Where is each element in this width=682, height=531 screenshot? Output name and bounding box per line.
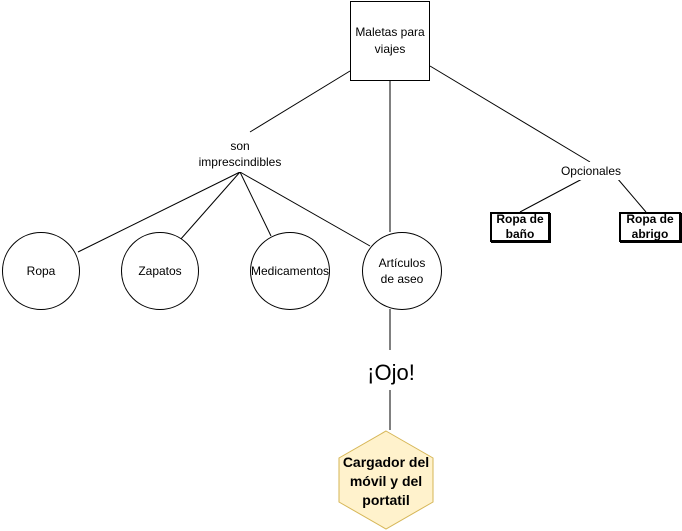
root-node-maletas[interactable]: Maletas para viajes	[350, 1, 430, 81]
item-articulos-aseo-label: Artículos de aseo	[378, 256, 426, 286]
group-label-optional[interactable]: Opcionales	[552, 162, 630, 180]
charger-cube-shape	[338, 430, 434, 530]
item-ropa-abrigo-label: Ropa de abrigo	[626, 212, 674, 241]
group-label-essential[interactable]: son imprescindibles	[190, 136, 290, 172]
item-ropa-abrigo[interactable]: Ropa de abrigo	[619, 212, 681, 242]
item-ropa-bano-label: Ropa de baño	[496, 212, 544, 241]
item-medicamentos[interactable]: Medicamentos	[250, 232, 330, 310]
item-zapatos[interactable]: Zapatos	[121, 232, 199, 310]
item-medicamentos-label: Medicamentos	[250, 264, 330, 278]
edge-essential-ropa	[77, 171, 241, 253]
item-articulos-aseo[interactable]: Artículos de aseo	[362, 232, 442, 310]
edge-essential-zapatos	[179, 171, 241, 241]
item-zapatos-label: Zapatos	[138, 264, 182, 278]
root-label: Maletas para viajes	[355, 25, 425, 56]
item-ropa-label: Ropa	[26, 264, 56, 278]
group-label-optional-text: Opcionales	[560, 164, 622, 178]
special-item-charger[interactable]: Cargador del móvil y del portatil	[339, 452, 433, 510]
edge-essential-medicamentos	[239, 171, 272, 237]
edge-optional-abrigo	[616, 177, 647, 213]
warning-label-ojo[interactable]: ¡Ojo!	[360, 356, 422, 390]
warning-label-ojo-text: ¡Ojo!	[367, 360, 415, 385]
edge-root-optional	[429, 65, 591, 163]
special-item-charger-label: Cargador del móvil y del portatil	[342, 453, 430, 508]
edge-root-essential	[249, 70, 351, 133]
edge-essential-aseo	[239, 171, 371, 247]
item-ropa-bano[interactable]: Ropa de baño	[490, 212, 550, 242]
item-ropa[interactable]: Ropa	[2, 232, 80, 310]
group-label-essential-text: son imprescindibles	[198, 139, 282, 169]
edge-optional-bano	[519, 177, 585, 213]
